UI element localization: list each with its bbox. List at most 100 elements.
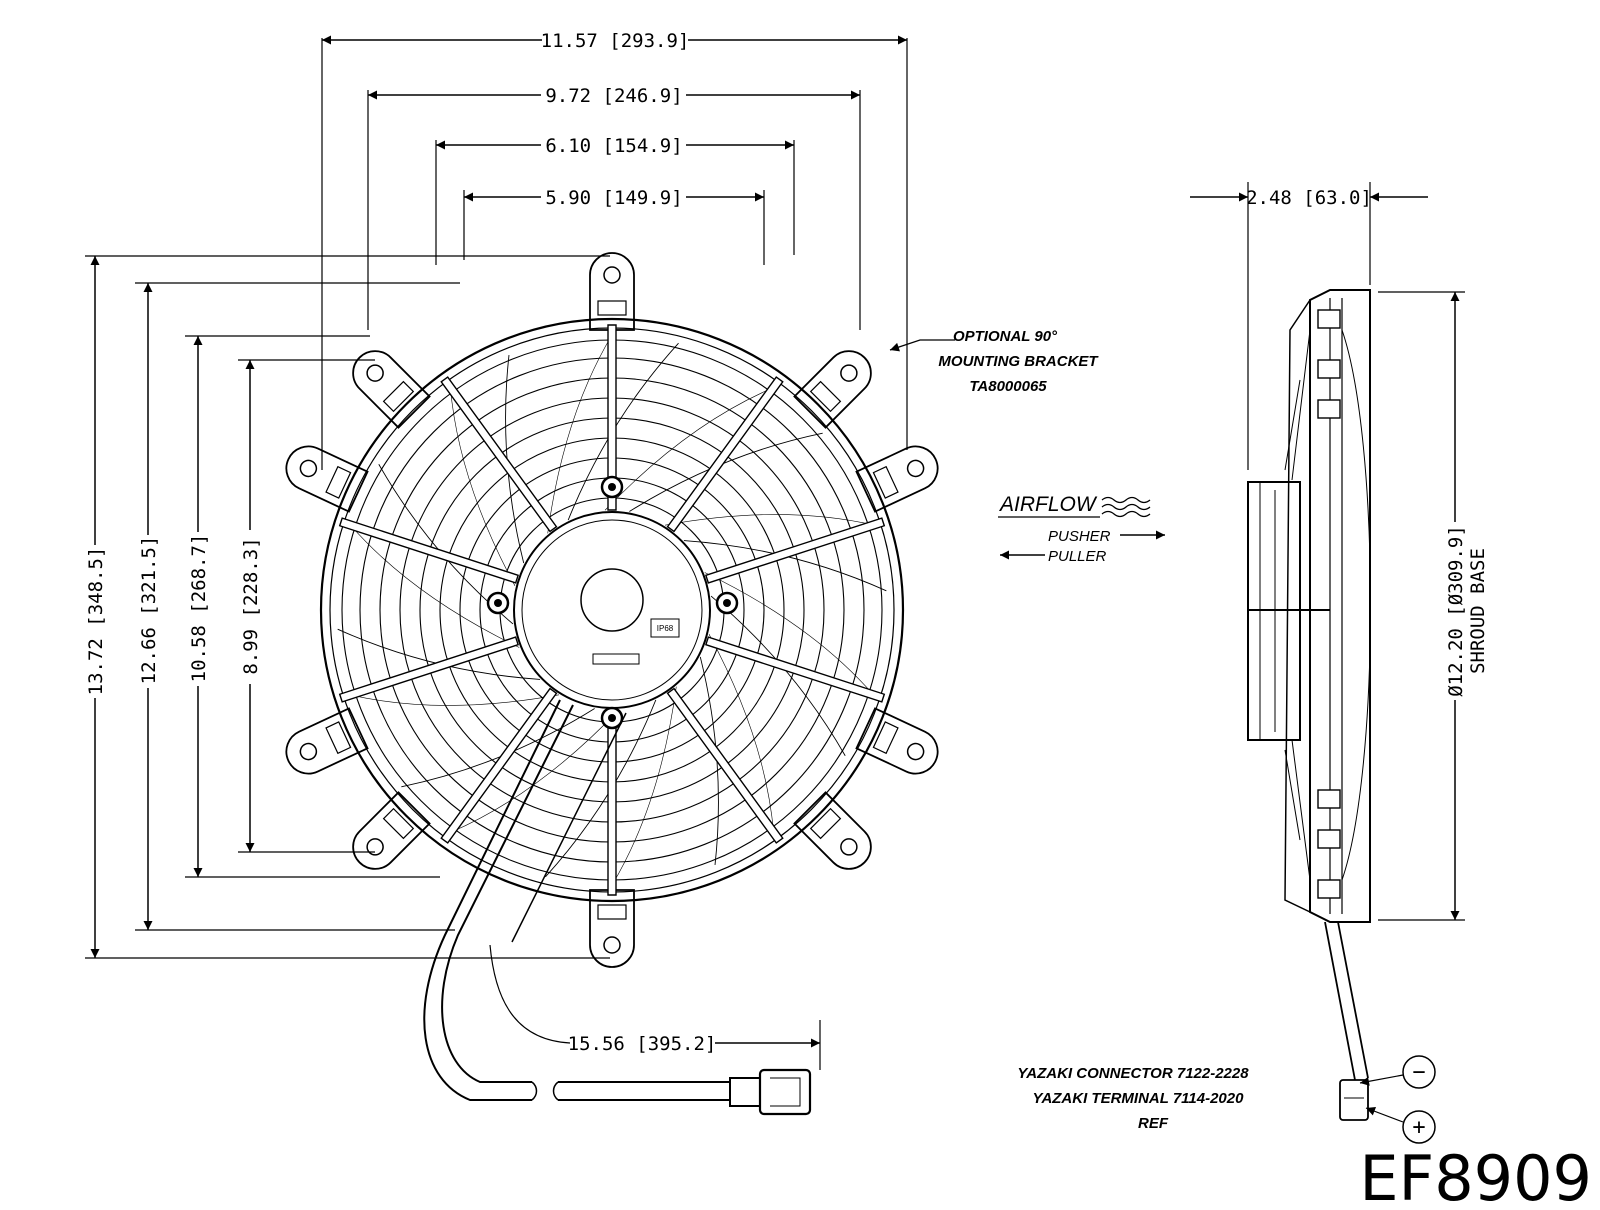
tab-hole [840, 364, 858, 382]
side-wire [1324, 921, 1369, 1081]
negative-symbol: − [1412, 1060, 1425, 1085]
guard-strut [607, 324, 617, 511]
mounting-tab [285, 445, 369, 513]
guard-strut [704, 636, 886, 703]
guard-strut [338, 636, 520, 703]
side-clip [1317, 399, 1341, 419]
fan-blade [505, 354, 525, 564]
dim-height-overall: 13.72 [348.5] [85, 547, 107, 696]
mounting-tab [793, 791, 872, 870]
wire-harness [423, 699, 730, 1101]
negative-terminal-icon [1402, 1055, 1436, 1089]
fan-blade-edge [450, 387, 516, 586]
fan-blade [567, 342, 679, 521]
screw-head [608, 483, 616, 491]
mounting-tab [352, 791, 431, 870]
guard-ring [499, 497, 725, 723]
guard-strut [704, 517, 886, 584]
shroud-outer [319, 317, 905, 903]
airflow-waves-icon [1101, 496, 1151, 518]
positive-terminal-icon [1402, 1110, 1436, 1144]
fan-blade-edge [664, 514, 874, 526]
bracket-note-line3: TA8000065 [969, 378, 1047, 395]
positive-symbol: + [1412, 1115, 1425, 1140]
bracket-note-line2: MOUNTING BRACKET [938, 353, 1099, 370]
side-dimensions: 2.48 [63.0] Ø12.20 [Ø309.9] SHROUD BASE … [1017, 182, 1489, 1144]
airflow-puller-label: PULLER [1048, 548, 1107, 565]
fan-blade-edge [708, 634, 774, 833]
side-clip [1317, 309, 1341, 329]
guard-ring [479, 477, 745, 743]
mounting-tab [589, 252, 635, 331]
tab-hole [603, 936, 621, 954]
motor-screws [486, 475, 739, 730]
mounting-tab [352, 350, 431, 429]
mounting-tabs [285, 252, 939, 968]
dim-width-6-10: 6.10 [154.9] [545, 135, 682, 157]
side-view-fan [1247, 289, 1371, 1121]
side-clip [1317, 829, 1341, 849]
tab-hole [299, 459, 318, 478]
dim-height-10-58: 10.58 [268.7] [188, 534, 210, 683]
motor-hub-ring [521, 519, 703, 701]
tab-hole [299, 742, 318, 761]
dim-width-overall: 11.57 [293.9] [541, 30, 690, 52]
connector-note-line2: YAZAKI TERMINAL 7114-2020 [1033, 1090, 1245, 1107]
screw-head [608, 714, 616, 722]
airflow-label: AIRFLOW [998, 493, 1098, 516]
dim-lead-length: 15.56 [395.2] [568, 1033, 717, 1055]
guard-strut [440, 687, 558, 844]
tab-hole [840, 838, 858, 856]
screw-head [494, 599, 502, 607]
tab-hole [906, 742, 925, 761]
tab-hole [906, 459, 925, 478]
airflow-pusher-label: PUSHER [1048, 528, 1111, 545]
guard-strut [338, 517, 520, 584]
motor-label-plate [592, 653, 640, 665]
dim-shroud-base-label: SHROUD BASE [1467, 548, 1489, 674]
part-number: EF8909 [1359, 1142, 1592, 1210]
side-clips [1317, 309, 1341, 899]
guard-strut [666, 687, 784, 844]
dim-height-8-99: 8.99 [228.3] [240, 537, 262, 674]
mounting-tab [855, 707, 939, 775]
guard-strut [440, 376, 558, 533]
yazaki-connector-front [729, 1068, 812, 1116]
fan-blade-edge [604, 387, 774, 511]
dim-height-12-66: 12.66 [321.5] [138, 536, 160, 685]
dim-shroud-diameter: Ø12.20 [Ø309.9] [1445, 525, 1467, 697]
guard-struts [338, 324, 886, 896]
guard-strut [607, 709, 617, 896]
bracket-note-line1: OPTIONAL 90° [953, 328, 1058, 345]
dim-width-9-72: 9.72 [246.9] [545, 85, 682, 107]
screw-head [723, 599, 731, 607]
connector-note-line1: YAZAKI CONNECTOR 7122-2228 [1017, 1065, 1249, 1082]
mounting-tab [855, 445, 939, 513]
ip-rating-label: IP68 [657, 624, 674, 633]
fan-blade-edge [450, 709, 620, 833]
fan-blade-edge [350, 694, 560, 706]
fan-blade-edge [704, 572, 874, 696]
tab-hole [603, 266, 621, 284]
motor-shaft [580, 568, 644, 632]
fan-blade [699, 656, 719, 866]
ip-rating-box [650, 618, 680, 638]
side-clip [1317, 789, 1341, 809]
front-dimensions: 11.57 [293.9] 9.72 [246.9] 6.10 [154.9] … [85, 30, 1099, 1070]
dim-depth: 2.48 [63.0] [1246, 187, 1372, 209]
guard-strut [666, 376, 784, 533]
connector-note-line3: REF [1138, 1115, 1169, 1132]
mounting-tab [589, 889, 635, 968]
tab-hole [366, 364, 384, 382]
fan-blade-edge [611, 686, 677, 886]
mounting-tab [793, 350, 872, 429]
yazaki-connector-side [1339, 1079, 1369, 1121]
front-view-fan: IP68 [285, 252, 939, 1116]
mounting-tab [285, 707, 369, 775]
airflow-legend: AIRFLOW PUSHER PULLER [998, 493, 1165, 565]
fan-blade-edge [547, 334, 613, 534]
side-clip [1317, 879, 1341, 899]
fan-blade-edge [350, 524, 520, 648]
dim-width-5-90: 5.90 [149.9] [545, 187, 682, 209]
